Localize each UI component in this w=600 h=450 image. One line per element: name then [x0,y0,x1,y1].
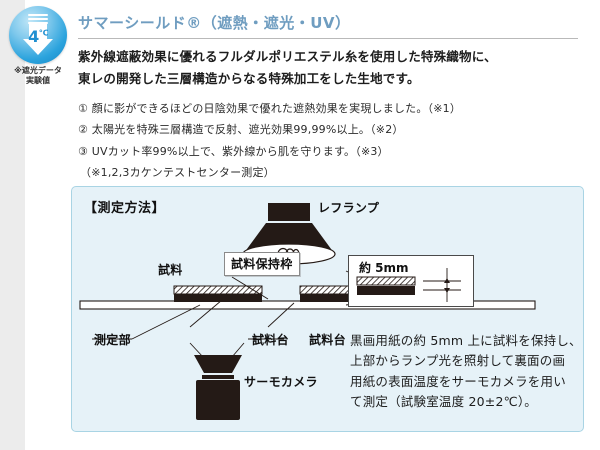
description-line-2: 上部からランプ光を照射して裏面の画 [350,353,566,369]
measurement-method-panel: 【測定方法】 レフランプ 試料 測定部 試料台 試料台 サーモカメラ 試料保持枠… [71,186,584,432]
label-sample-stage-2: 試料台 [309,333,346,347]
feature-list: ① 顔に影ができるほどの日陰効果で優れた遮熱効果を実現しました。（※1） ② 太… [78,98,583,184]
badge-temperature-value: 4 [28,27,39,46]
thermo-camera-icon [189,342,245,420]
lead-paragraph: 紫外線遮蔽効果に優れるフルダルポリエステル糸を使用した特殊織物に、 東レの開発し… [78,46,583,89]
feature-list-note: （※1,2,3カケンテストセンター測定） [80,166,275,180]
badge-caption: ※遮光データ 実験値 [4,66,72,86]
label-holder-frame: 試料保持枠 [224,252,300,276]
badge-caption-line2: 実験値 [26,76,50,85]
heat-lines-icon [28,14,48,26]
description-line-4: て測定（試験室温度 20±2℃）。 [350,393,537,409]
lead-line-1: 紫外線遮蔽効果に優れるフルダルポリエステル糸を使用した特殊織物に、 [78,49,497,64]
label-thermo-camera: サーモカメラ [244,375,318,389]
badge-temperature: 4℃ [9,29,67,45]
measurement-description: 黒画用紙の約 5mm 上に試料を保持し、 上部からランプ光を照射して裏面の画 用… [350,331,582,412]
badge-temperature-unit: ℃ [38,28,49,38]
page-title: サマーシールド®（遮熱・遮光・UV） [78,14,351,32]
list-item: ② 太陽光を特殊三層構造で反射、遮光効果99,99%以上。（※2） [78,123,404,137]
description-line-1: 黒画用紙の約 5mm 上に試料を保持し、 [350,333,582,348]
lead-line-2: 東レの開発した三層構造からなる特殊加工をした生地です。 [78,70,420,86]
list-item: ① 顔に影ができるほどの日陰効果で優れた遮熱効果を実現しました。（※1） [78,102,462,115]
label-sample-stage-1: 試料台 [252,333,289,347]
magnified-callout: 約 5mm [348,255,474,307]
list-item: ③ UVカット率99%以上で、紫外線から肌を守ります。（※3） [78,144,389,158]
callout-detail [356,268,461,302]
badge-caption-line1: ※遮光データ [14,66,62,75]
callout-caption: 約 5mm [359,261,409,275]
label-sample: 試料 [158,263,183,277]
label-lamp: レフランプ [318,201,380,215]
shading-data-badge: 4℃ ※遮光データ 実験値 [4,6,72,86]
diagram-title: 【測定方法】 [84,201,166,216]
title-divider [78,38,578,39]
description-line-3: 用紙の表面温度をサーモカメラを用い [350,373,566,389]
temperature-drop-arrow-icon: 4℃ [9,6,67,64]
label-measuring-part: 測定部 [94,333,131,347]
